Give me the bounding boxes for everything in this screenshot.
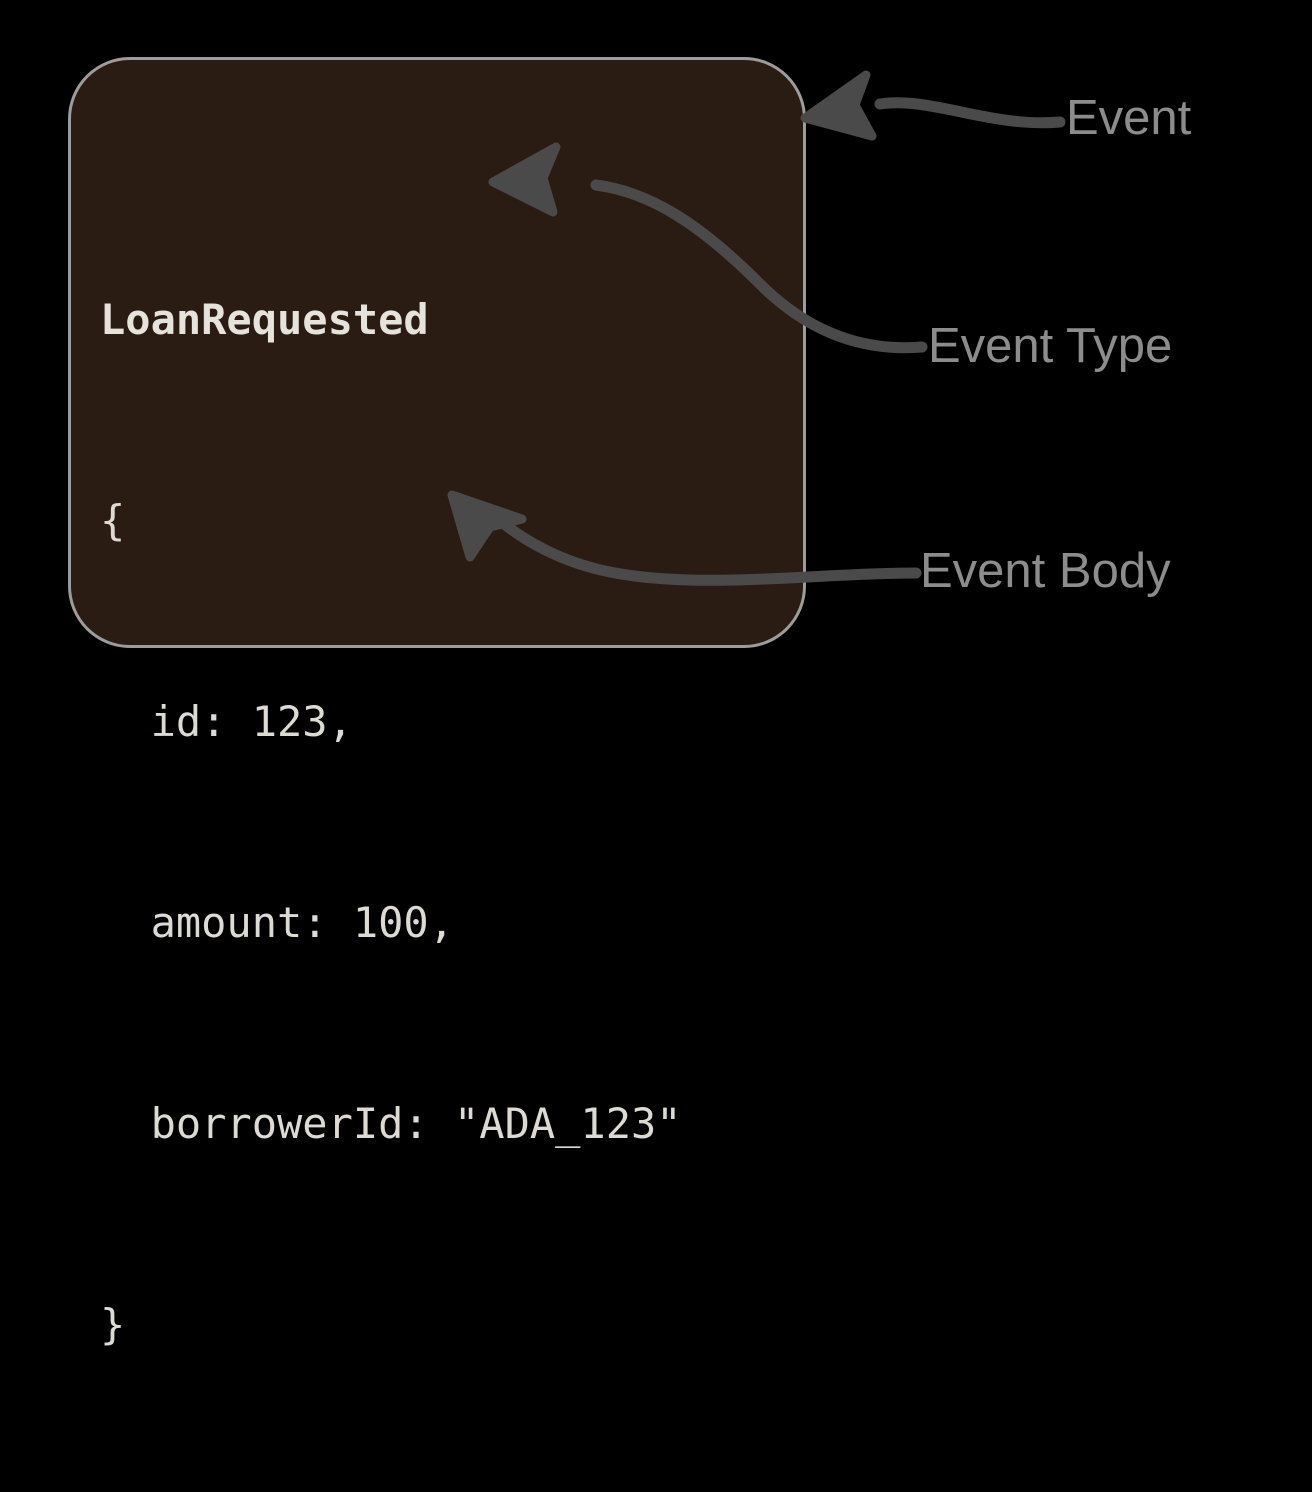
event-body-line-amount: amount: 100, <box>100 898 455 947</box>
event-body-line-open: { <box>100 496 126 545</box>
diagram-canvas: LoanRequested { id: 123, amount: 100, bo… <box>68 57 1192 1349</box>
event-type-text: LoanRequested <box>100 295 429 344</box>
arrow-event <box>800 70 1066 141</box>
annotation-label-event-type: Event Type <box>928 319 1173 373</box>
event-card: LoanRequested { id: 123, amount: 100, bo… <box>68 57 806 1349</box>
event-body-line-borrower: borrowerId: "ADA_123" <box>100 1099 682 1148</box>
annotation-label-event: Event <box>1066 91 1192 145</box>
annotation-label-event-body: Event Body <box>920 544 1171 598</box>
event-card-text: LoanRequested { id: 123, amount: 100, bo… <box>100 152 793 1492</box>
event-body-line-id: id: 123, <box>100 697 353 746</box>
event-body-line-close: } <box>100 1300 126 1349</box>
